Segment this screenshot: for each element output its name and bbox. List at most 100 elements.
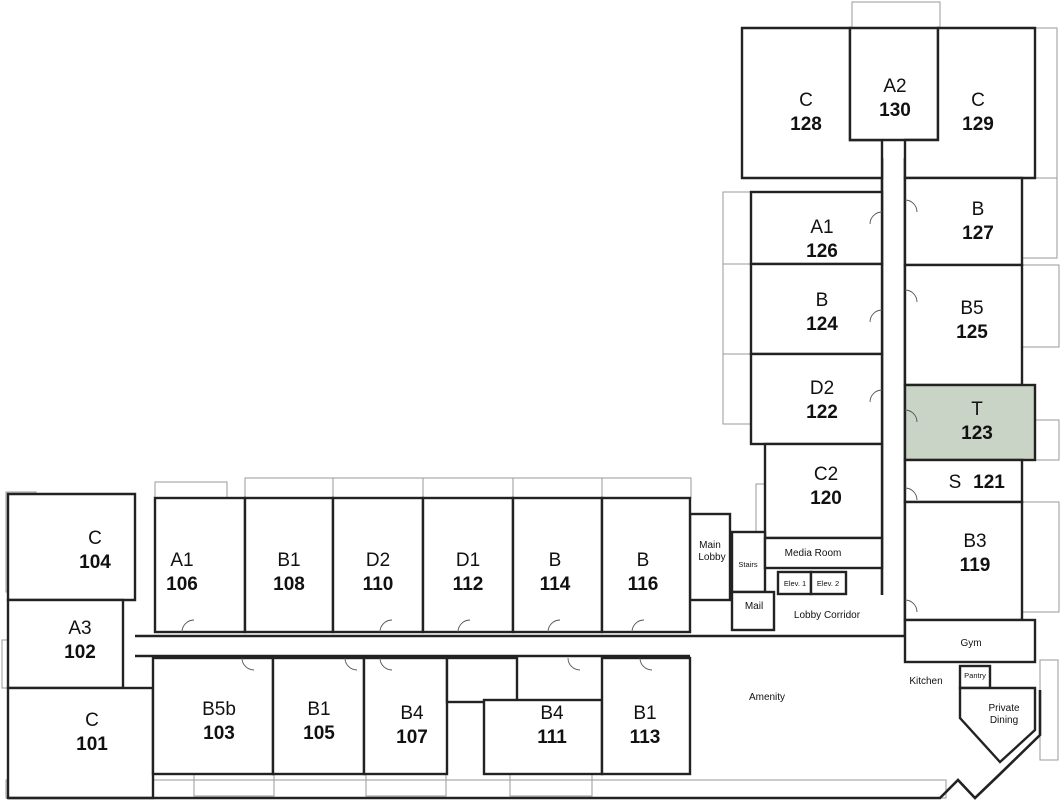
unit-number-102: 102 — [64, 642, 96, 663]
unit-number-125: 125 — [956, 322, 988, 343]
lower-wing-north — [6, 492, 692, 800]
unit-number-127: 127 — [962, 223, 994, 244]
room-outline-122 — [749, 352, 884, 446]
elev-2-label: Elev. 2 — [817, 579, 839, 588]
unit-type-120: C2 — [814, 464, 838, 485]
gym-label: Gym — [960, 638, 981, 649]
south-wall — [8, 690, 1042, 800]
unit-type-126: A1 — [810, 217, 833, 238]
room-outline-121 — [903, 458, 1024, 504]
unit-type-103: B5b — [202, 699, 236, 720]
unit-number-111: 111 — [537, 727, 567, 748]
unit-type-123: T — [971, 399, 983, 420]
elev-1-label: Elev. 1 — [784, 579, 806, 588]
room-outline-106 — [153, 496, 247, 634]
common-labels: Main Lobby Stairs Mail Media Room Elev. … — [698, 540, 1020, 726]
room-outline-114 — [511, 496, 604, 634]
unit-type-124: B — [816, 290, 829, 311]
unit-number-128: 128 — [790, 114, 822, 135]
media-room-outline — [763, 536, 884, 570]
room-outline-111 — [482, 698, 604, 776]
main-lobby-label-1: Main — [699, 540, 721, 551]
pantry-label: Pantry — [964, 671, 986, 680]
room-outline-107 — [362, 656, 449, 776]
unit-type-101: C — [85, 710, 99, 731]
unit-number-130: 130 — [879, 100, 911, 121]
unit-type-113: B1 — [633, 703, 656, 724]
unit-number-101: 101 — [76, 734, 108, 755]
unit-number-108: 108 — [273, 574, 305, 595]
unit-type-110: D2 — [366, 550, 390, 571]
unit-number-105: 105 — [303, 723, 335, 744]
unit-number-113: 113 — [630, 727, 661, 748]
private-dining-outline — [958, 686, 1037, 764]
mail-label: Mail — [745, 601, 763, 612]
unit-type-105: B1 — [307, 699, 330, 720]
unit-type-107: B4 — [400, 703, 424, 724]
unit-number-122: 122 — [806, 402, 838, 423]
unit-type-108: B1 — [277, 550, 300, 571]
door-swings — [181, 199, 918, 671]
unit-type-119: B3 — [963, 531, 986, 552]
room-outline-104 — [6, 492, 137, 602]
unit-number-123: 123 — [961, 423, 993, 444]
upper-wing — [740, 26, 1037, 622]
unit-number-119: 119 — [960, 555, 991, 576]
unit-type-102: A3 — [68, 618, 91, 639]
lobby-corridor-label: Lobby Corridor — [794, 610, 861, 621]
room-outline-125 — [903, 263, 1024, 387]
room-outline-123 — [903, 383, 1037, 462]
unit-type-111: B4 — [540, 703, 564, 724]
unit-type-127: B — [972, 199, 985, 220]
unit-number-112: 112 — [453, 574, 484, 595]
unit-type-112: D1 — [456, 550, 480, 571]
main-lobby-label-2: Lobby — [698, 552, 725, 563]
private-dining-label-1: Private — [988, 703, 1020, 714]
kitchen-label: Kitchen — [909, 676, 942, 687]
unit-labels: C 128 A2 130 C 129 A1 126 B 127 B 124 B5… — [64, 76, 1005, 755]
lobby-block — [688, 512, 1037, 764]
unit-number-106: 106 — [166, 574, 198, 595]
room-outline-112 — [421, 496, 515, 634]
unit-type-114: B — [549, 550, 562, 571]
room-outline-124 — [749, 262, 884, 356]
stairs-label: Stairs — [738, 560, 757, 569]
unit-number-129: 129 — [962, 114, 994, 135]
room-outline-109 — [445, 656, 519, 704]
media-room-label: Media Room — [785, 548, 842, 559]
elev-2-outline — [809, 570, 848, 596]
unit-number-126: 126 — [806, 241, 838, 262]
unit-number-104: 104 — [79, 552, 111, 573]
amenity-label: Amenity — [749, 692, 785, 703]
lower-wing-south — [151, 656, 692, 776]
unit-type-106: A1 — [170, 550, 193, 571]
unit-number-124: 124 — [806, 314, 838, 335]
unit-type-121: S — [949, 472, 962, 493]
unit-type-129: C — [971, 90, 985, 111]
unit-type-125: B5 — [960, 298, 983, 319]
room-outline-116 — [600, 496, 692, 634]
room-outline-113 — [600, 656, 692, 776]
room-outline-110 — [331, 496, 425, 634]
unit-number-121: 121 — [973, 472, 1005, 493]
unit-number-120: 120 — [810, 488, 842, 509]
unit-number-116: 116 — [628, 574, 659, 595]
unit-type-122: D2 — [810, 378, 834, 399]
room-outline-120 — [763, 442, 884, 540]
unit-type-128: C — [799, 90, 813, 111]
unit-number-107: 107 — [396, 727, 428, 748]
unit-number-103: 103 — [203, 723, 235, 744]
unit-type-104: C — [88, 528, 102, 549]
room-outline-103 — [151, 656, 275, 776]
stairs-outline — [730, 530, 767, 594]
unit-number-110: 110 — [363, 574, 394, 595]
mail-outline — [730, 590, 776, 632]
main-lobby-outline — [688, 512, 732, 602]
unit-type-130: A2 — [883, 76, 906, 97]
room-outline-127 — [903, 176, 1024, 267]
unit-type-116: B — [637, 550, 650, 571]
private-dining-label-2: Dining — [990, 715, 1018, 726]
gym-outline — [903, 618, 1037, 664]
room-outline-119 — [903, 500, 1024, 622]
